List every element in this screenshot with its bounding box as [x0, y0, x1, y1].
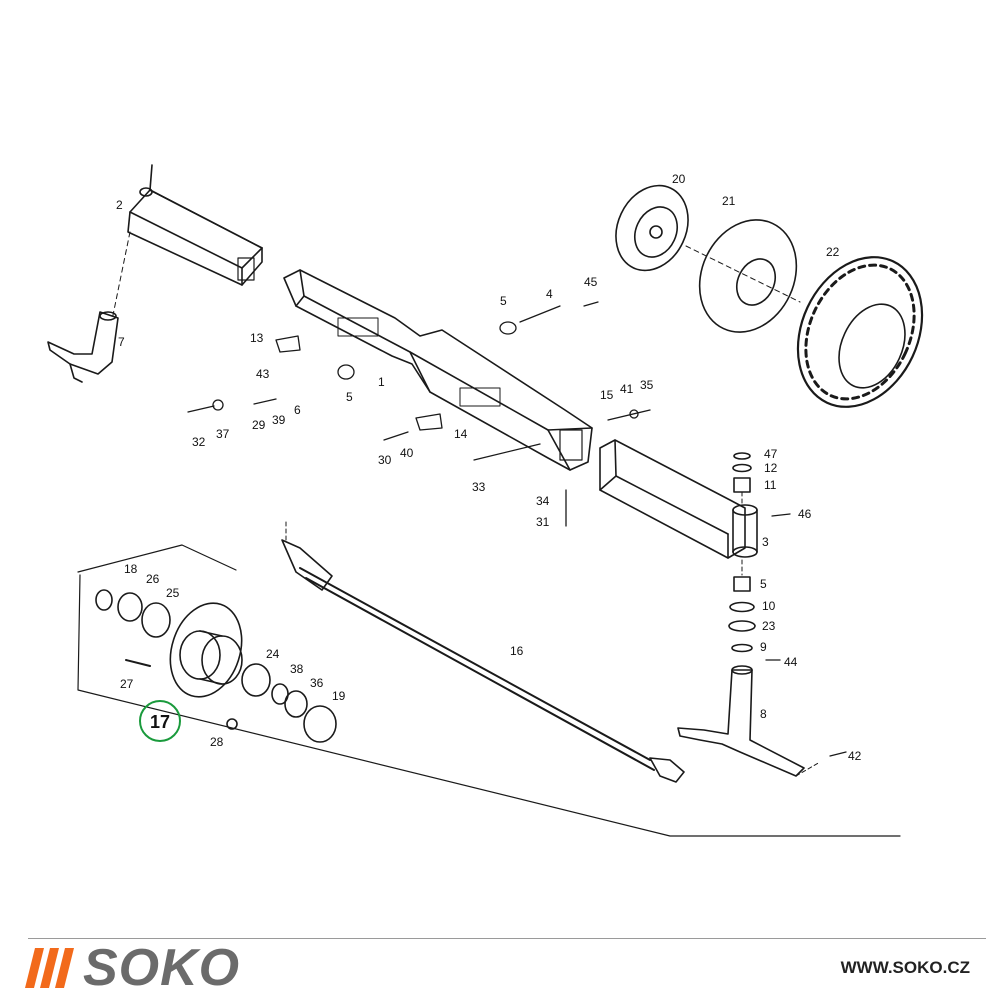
callout-1: 1	[378, 375, 385, 389]
callout-2: 2	[116, 198, 123, 212]
part-20-rim	[615, 184, 689, 272]
hub-inset-frame	[77, 544, 901, 837]
callout-44: 44	[784, 655, 798, 669]
part-22-tyre	[796, 256, 924, 408]
callout-26: 26	[146, 572, 160, 586]
callout-37: 37	[216, 427, 230, 441]
callout-46: 46	[798, 507, 812, 521]
callout-8: 8	[760, 707, 767, 721]
callout-45: 45	[584, 275, 598, 289]
callout-29: 29	[252, 418, 266, 432]
callout-20: 20	[672, 172, 686, 186]
website-link[interactable]: WWW.SOKO.CZ	[840, 958, 970, 977]
hub-small-parts	[95, 589, 337, 743]
callout-16: 16	[510, 644, 524, 658]
callout-40: 40	[400, 446, 414, 460]
callout-43: 43	[256, 367, 270, 381]
callout-14: 14	[454, 427, 468, 441]
callout-22: 22	[826, 245, 840, 259]
highlight-circle	[139, 700, 181, 742]
part-3-arm	[599, 439, 758, 559]
part-8-knuckle	[677, 665, 821, 777]
callout-15: 15	[600, 388, 614, 402]
part-21-inner-tube	[698, 219, 798, 333]
brand-name: SOKO	[83, 939, 241, 997]
callout-21: 21	[722, 194, 736, 208]
callout-41: 41	[620, 382, 634, 396]
callout-39: 39	[272, 413, 286, 427]
callout-33: 33	[472, 480, 486, 494]
callout-17: 17	[150, 712, 170, 732]
footer-divider	[28, 938, 986, 939]
logo-bars-icon	[25, 948, 74, 988]
callout-38: 38	[290, 662, 304, 676]
callout-3: 3	[762, 535, 769, 549]
part-17-hub	[169, 602, 243, 698]
callout-13: 13	[250, 331, 264, 345]
callout-19: 19	[332, 689, 346, 703]
callout-9: 9	[760, 640, 767, 654]
callout-5-middle: 5	[346, 390, 353, 404]
callout-28: 28	[210, 735, 224, 749]
part-16-tie-rod	[281, 519, 685, 783]
callout-6: 6	[294, 403, 301, 417]
callout-35: 35	[640, 378, 654, 392]
callout-12: 12	[764, 461, 778, 475]
callout-4: 4	[546, 287, 553, 301]
callout-25: 25	[166, 586, 180, 600]
king-pin-stack	[728, 452, 756, 653]
callout-5-upper: 5	[500, 294, 507, 308]
callout-31: 31	[536, 515, 550, 529]
callout-36: 36	[310, 676, 324, 690]
callout-7: 7	[118, 335, 125, 349]
callout-23: 23	[762, 619, 776, 633]
callout-27: 27	[120, 677, 134, 691]
callout-42: 42	[848, 749, 862, 763]
callout-47: 47	[764, 447, 778, 461]
part-7-knuckle	[47, 311, 119, 383]
callout-34: 34	[536, 494, 550, 508]
callout-32: 32	[192, 435, 206, 449]
callout-24: 24	[266, 647, 280, 661]
callout-30: 30	[378, 453, 392, 467]
soko-logo: SOKO	[25, 939, 241, 997]
part-2-arm	[127, 164, 263, 286]
callout-11: 11	[764, 478, 777, 492]
fasteners	[187, 301, 847, 757]
callout-18: 18	[124, 562, 138, 576]
part-1-axle-beam	[283, 269, 593, 471]
callout-10: 10	[762, 599, 776, 613]
callout-5-lower: 5	[760, 577, 767, 591]
